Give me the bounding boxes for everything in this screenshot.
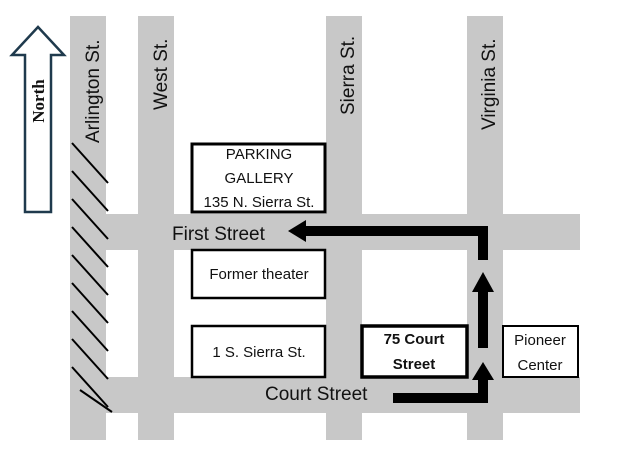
street-label-arlington: Arlington St. xyxy=(83,40,104,144)
court75-line2: Street xyxy=(393,356,436,373)
route-segment-court xyxy=(393,393,486,403)
pioneer-line1: Pioneer xyxy=(514,332,566,349)
court75-line1: 75 Court xyxy=(384,331,445,348)
route-segment-first xyxy=(300,226,488,236)
building-pioneer-center: Pioneer Center xyxy=(502,325,579,378)
south-sierra-label: 1 S. Sierra St. xyxy=(212,344,305,361)
arlington-hatching xyxy=(71,142,113,413)
north-arrow-icon: North xyxy=(9,25,67,214)
building-former-theater: Former theater xyxy=(190,248,327,300)
route-segment-virginia-upper xyxy=(478,226,488,260)
route-arrowhead-2 xyxy=(472,272,494,292)
street-label-virginia: Virginia St. xyxy=(479,38,500,130)
building-1-s-sierra: 1 S. Sierra St. xyxy=(190,324,327,379)
north-label: North xyxy=(29,79,48,123)
route-path xyxy=(288,220,494,403)
street-label-sierra: Sierra St. xyxy=(338,36,359,115)
street-label-first: First Street xyxy=(172,224,266,245)
parking-line2: GALLERY xyxy=(225,170,294,187)
pioneer-line2: Center xyxy=(517,357,562,374)
route-segment-virginia-lower xyxy=(478,290,488,348)
street-label-court: Court Street xyxy=(265,384,368,405)
parking-line3: 135 N. Sierra St. xyxy=(204,194,315,211)
parking-line1: PARKING xyxy=(226,146,292,163)
route-arrowhead-3 xyxy=(288,220,306,242)
theater-label: Former theater xyxy=(209,266,308,283)
building-75-court-street: 75 Court Street xyxy=(360,324,469,379)
road-court xyxy=(70,377,580,413)
route-arrowhead-1 xyxy=(472,362,494,380)
street-label-west: West St. xyxy=(151,39,172,110)
building-parking-gallery: PARKING GALLERY 135 N. Sierra St. xyxy=(190,142,327,214)
